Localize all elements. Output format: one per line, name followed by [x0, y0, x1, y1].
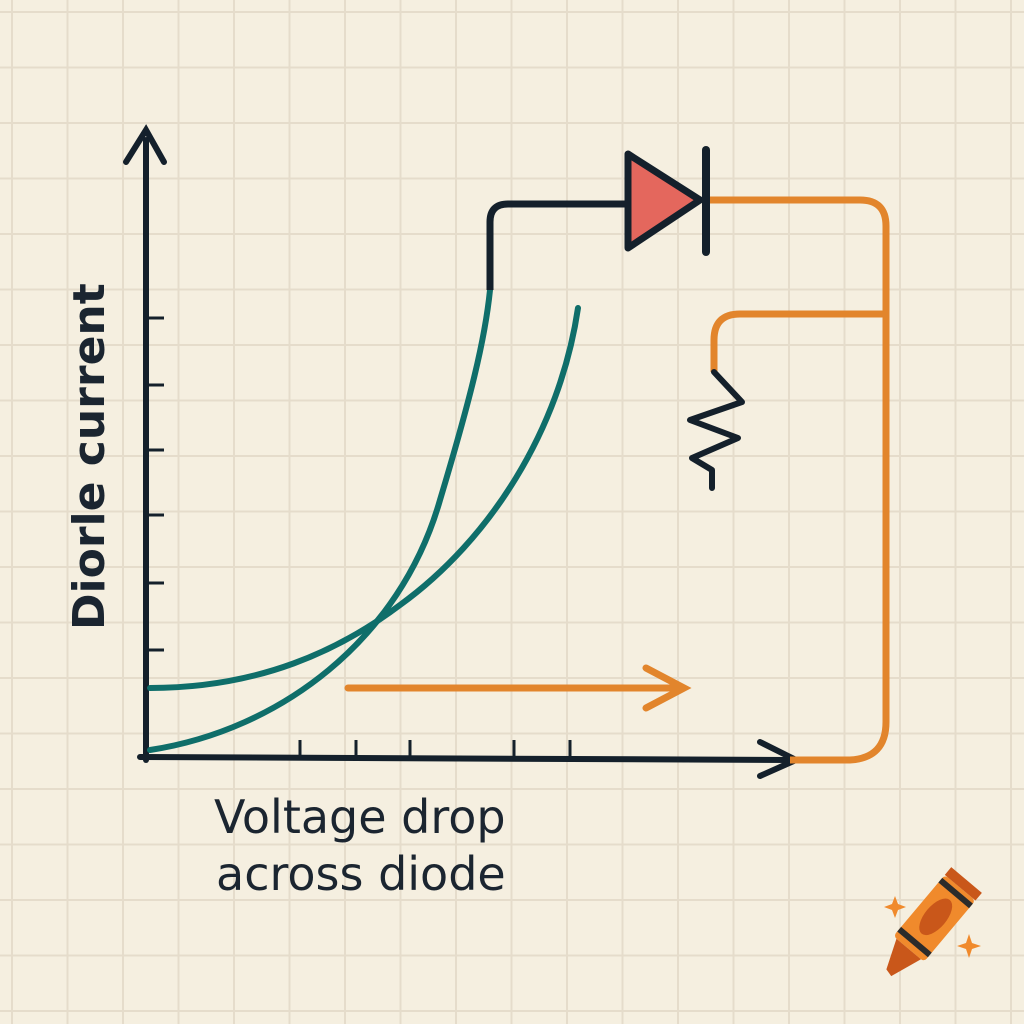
sparkle-icon	[957, 934, 981, 958]
circuit-wire-orange	[710, 196, 890, 764]
crayon-icon	[886, 867, 982, 977]
x-ticks	[298, 740, 572, 757]
sparkle-icon	[884, 896, 906, 918]
x-axis	[137, 754, 793, 763]
orange-arrow	[344, 664, 692, 712]
x-axis-label-line2: across diode	[216, 847, 506, 901]
teal-curve-gradual	[147, 305, 581, 691]
y-ticks	[146, 316, 164, 652]
circuit-wire-branch	[710, 310, 886, 372]
y-axis-arrow	[123, 124, 167, 165]
x-axis-label-line1: Voltage drop	[214, 790, 506, 844]
circuit-wire-black	[486, 200, 628, 290]
teal-curve-steep	[147, 287, 493, 753]
y-axis-label: Diorle current	[64, 283, 115, 630]
resistor-symbol	[687, 369, 745, 491]
diode-symbol	[624, 146, 710, 256]
